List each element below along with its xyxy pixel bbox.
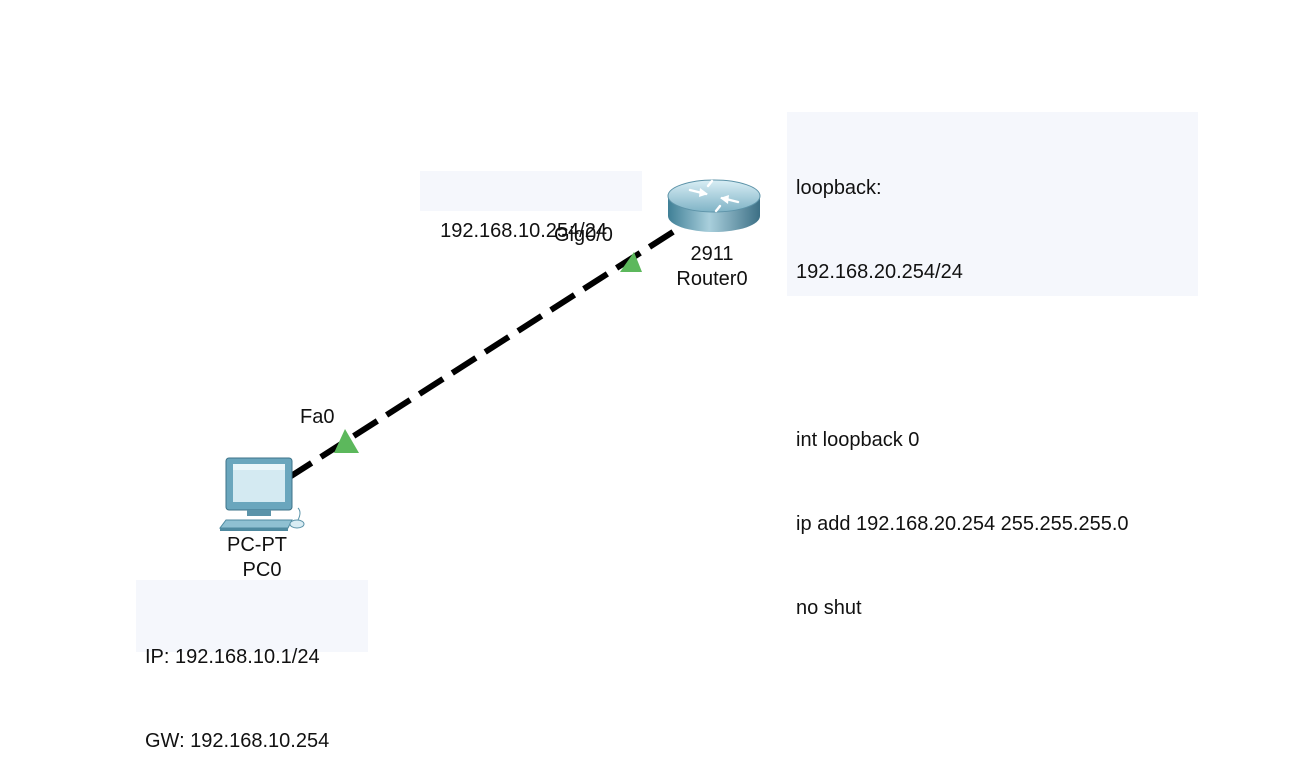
pc-name-label[interactable]: PC0 (242, 559, 282, 581)
pc-port-label: Fa0 (300, 406, 335, 428)
router-ip-text: 192.168.10.254/24 (440, 220, 607, 242)
router-ip-note: 192.168.10.254/24 (420, 171, 642, 242)
loopback-line (796, 342, 1189, 370)
loopback-line: 192.168.20.254/24 (796, 261, 963, 283)
pc-gateway-text: GW: 192.168.10.254 (145, 730, 330, 752)
router-name-label[interactable]: Router0 (676, 268, 748, 290)
loopback-line: no shut (796, 597, 862, 619)
pc-ip-text: IP: 192.168.10.1/24 (145, 646, 320, 668)
loopback-line: ip add 192.168.20.254 255.255.255.0 (796, 513, 1129, 535)
router-port-label: Gig0/0 (554, 224, 613, 246)
router-port-status-icon (620, 252, 642, 272)
desktop-pc-icon[interactable] (219, 457, 305, 531)
pc-model-label: PC-PT (227, 534, 287, 556)
router-model-label: 2911 (690, 243, 734, 265)
router-icon[interactable] (667, 179, 761, 232)
loopback-note: loopback: 192.168.20.254/24 int loopback… (787, 112, 1198, 619)
pc-port-status-icon (334, 429, 359, 453)
loopback-line: int loopback 0 (796, 429, 920, 451)
loopback-line: loopback: (796, 177, 882, 199)
pc-config-note: IP: 192.168.10.1/24 GW: 192.168.10.254 (136, 580, 368, 752)
topology-canvas[interactable] (0, 0, 1299, 699)
